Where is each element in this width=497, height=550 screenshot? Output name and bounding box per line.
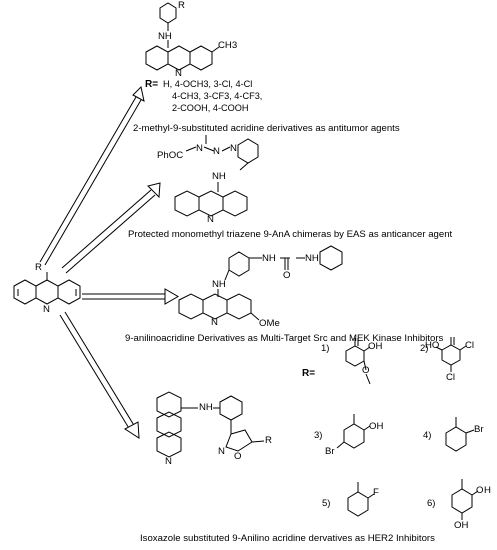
r-group-6-number: 6) [427,498,436,509]
mol3-nh-b-label: NH [305,253,319,264]
mol3-n-label: N [211,317,218,328]
mol2-n-a-label: N [196,143,203,154]
mol1-ch3-label: CH3 [218,40,238,51]
mol1-r-label: R [178,0,185,11]
r-group-4-br-label: Br [474,424,484,435]
mol4-structure [156,391,265,458]
mol4-isoxazole-n-label: N [218,446,225,457]
hollow-arrows [39,85,180,439]
r-group-5-f-label: F [373,487,379,498]
r-group-2-cl-a-label: Cl [465,340,475,351]
mol1-n-label: N [175,68,182,79]
r-group-2-cl-b-label: Cl [446,372,456,383]
mol4-caption: Isoxazole substituted 9-Anilino acridine… [140,533,435,544]
mol2-phoc-label: PhOC [157,150,184,161]
mol3-nh-label: NH [212,279,226,290]
r-group-6-h-label: H [484,485,491,496]
mol1-substituents-line-1: H, 4-OCH3, 3-Cl, 4-Cl [163,79,253,89]
r-group-4-number: 4) [423,430,432,441]
mol1-structure [145,2,220,71]
r-group-3-number: 3) [314,430,323,441]
mol2-n-c-label: N [230,143,237,154]
r-group-2-number: 2) [420,343,429,354]
r-group-1-o-label: O [362,365,370,376]
r-group-1-oh-label: OH [368,341,383,352]
mol4-isoxazole-o-label: O [234,451,242,462]
r-group-2-ho-label: HO [425,340,440,351]
mol4-n-label: N [165,456,172,467]
mol3-structure [178,245,343,321]
r-group-structures [336,337,479,520]
r-group-5-number: 5) [322,498,331,509]
mol1-substituents-line-2: 4-CH3, 3-CF3, 4-CF3, [172,91,263,101]
mol4-nh-label: NH [199,402,213,413]
r-group-6-oh-label: OH [454,520,469,531]
mol3-o-label: O [283,270,291,281]
mol4-r-label: R [265,435,272,446]
mol2-nh-label: NH [212,171,226,182]
mol3-ome-label: OMe [259,318,280,329]
r-group-1-number: 1) [321,343,330,354]
mol1-nh-label: NH [158,31,172,42]
core-r-label: R [35,262,42,273]
mol2-structure [174,135,259,217]
mol3-caption: 9-anilinoacridine Derivatives as Multi-T… [125,333,444,344]
r-groups-key: R= [302,368,316,379]
mol1-substituents-line-3: 2-COOH, 4-COOH [172,103,249,113]
core-acridine-structure [13,272,81,305]
r-group-3-br-label: Br [325,446,335,457]
mol2-caption: Protected monomethyl triazene 9-AnA chim… [128,229,453,240]
mol2-n-label: N [207,214,214,225]
mol1-r-key: R= [145,79,159,90]
r-group-3-oh-label: OH [369,421,384,432]
r-group-6-o-label: O [476,485,484,496]
mol2-n-b-label: N [213,146,220,157]
core-n-label: N [43,304,50,315]
mol1-caption: 2-methyl-9-substituted acridine derivati… [133,123,400,134]
mol3-nh-a-label: NH [262,253,276,264]
